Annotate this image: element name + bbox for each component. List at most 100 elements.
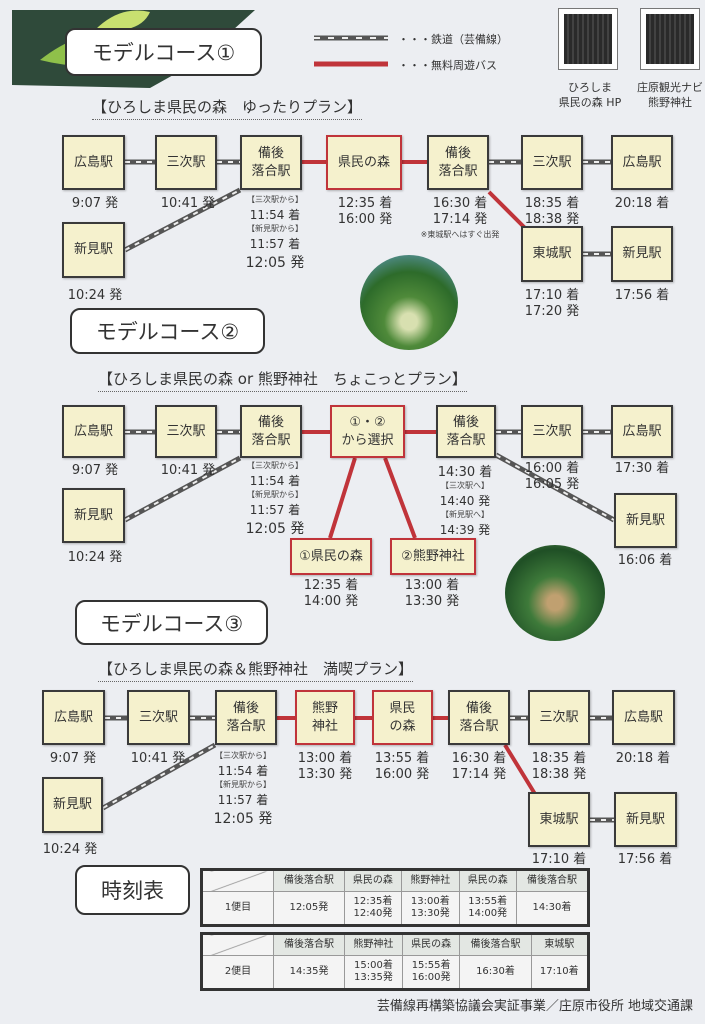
time: 18:35 着 18:38 発 bbox=[524, 196, 580, 227]
time: 13:55 着 16:00 発 bbox=[374, 751, 430, 782]
time: 11:54 着 bbox=[249, 208, 301, 222]
station-box: 新見駅 bbox=[62, 222, 125, 278]
bus-stop-box: 県民の森 bbox=[326, 135, 402, 190]
time: 16:06 着 bbox=[617, 553, 673, 568]
bus-stop-box: ①県民の森 bbox=[290, 538, 372, 575]
time: 20:18 着 bbox=[614, 196, 670, 211]
time: 10:41 発 bbox=[160, 463, 216, 478]
label: 【新見駅へ】 bbox=[441, 510, 489, 519]
time: 12:35 着 14:00 発 bbox=[303, 578, 359, 609]
time: 17:10 着 17:20 発 bbox=[524, 288, 580, 319]
station-box: 新見駅 bbox=[614, 792, 677, 847]
station-box: 三次駅 bbox=[521, 135, 583, 190]
time: 10:24 発 bbox=[42, 842, 98, 857]
header-cell: 備後落合駅 bbox=[273, 869, 345, 892]
note: ※東城駅へはすぐ出発 bbox=[420, 230, 500, 239]
station-box: 新見駅 bbox=[42, 777, 103, 833]
station-box: 三次駅 bbox=[127, 690, 190, 745]
time: 17:56 着 bbox=[614, 288, 670, 303]
row-label: 2便目 bbox=[201, 955, 274, 990]
course2-plan-title: 【ひろしま県民の森 or 熊野神社 ちょこっとプラン】 bbox=[98, 368, 467, 392]
station-box: 広島駅 bbox=[42, 690, 105, 745]
time: 13:00 着 13:30 発 bbox=[404, 578, 460, 609]
time: 9:07 発 bbox=[49, 751, 97, 766]
label: 【三次駅から】 bbox=[247, 195, 303, 204]
return-info: 14:30 着 【三次駅へ】 14:40 発 【新見駅へ】 14:39 発 bbox=[420, 461, 510, 538]
header-cell: 備後落合駅 bbox=[272, 933, 346, 956]
time: 9:07 発 bbox=[71, 463, 119, 478]
shrine-photo bbox=[505, 545, 605, 641]
time: 18:35 着 18:38 発 bbox=[531, 751, 587, 782]
time: 12:05 発 bbox=[245, 521, 305, 537]
station-box: 広島駅 bbox=[611, 405, 673, 458]
time: 11:57 着 bbox=[217, 793, 269, 807]
forest-photo bbox=[360, 255, 458, 350]
station-box: 東城駅 bbox=[528, 792, 590, 847]
header-cell: 熊野神社 bbox=[401, 869, 460, 892]
qr-caption: ひろしま 県民の森 HP bbox=[558, 81, 622, 109]
label: 【三次駅へ】 bbox=[441, 481, 489, 490]
time: 12:05 発 bbox=[245, 255, 305, 271]
course3-plan-title: 【ひろしま県民の森＆熊野神社 満喫プラン】 bbox=[98, 658, 414, 682]
station-box: 備後 落合駅 bbox=[436, 405, 496, 458]
label: 【新見駅から】 bbox=[247, 490, 303, 499]
station-box: 広島駅 bbox=[612, 690, 675, 745]
legend-lines bbox=[314, 35, 388, 67]
label: 【新見駅から】 bbox=[215, 780, 271, 789]
time: 10:41 発 bbox=[130, 751, 186, 766]
station-box: 備後 落合駅 bbox=[427, 135, 489, 190]
time: 16:30 着 17:14 発 bbox=[432, 196, 488, 227]
time: 20:18 着 bbox=[615, 751, 671, 766]
legend-bus: ・・・無料周遊バス bbox=[398, 59, 497, 72]
station-box: 三次駅 bbox=[155, 135, 217, 190]
cell: 17:10着 bbox=[530, 955, 590, 990]
timetable-title: 時刻表 bbox=[75, 865, 190, 915]
station-box: 広島駅 bbox=[611, 135, 673, 190]
footer: 芸備線再構築協議会実証事業／庄原市役所 地域交通課 bbox=[376, 999, 693, 1014]
header-cell: 県民の森 bbox=[458, 869, 517, 892]
time: 14:30 着 bbox=[437, 465, 493, 480]
station-box: 広島駅 bbox=[62, 405, 125, 458]
cell: 15:00着 13:35発 bbox=[344, 955, 403, 990]
time: 11:54 着 bbox=[217, 764, 269, 778]
time: 12:35 着 16:00 発 bbox=[337, 196, 393, 227]
time: 10:41 発 bbox=[160, 196, 216, 211]
station-box: 東城駅 bbox=[521, 226, 583, 282]
station-box: 三次駅 bbox=[155, 405, 217, 458]
header-cell: 県民の森 bbox=[343, 869, 403, 892]
station-box: 新見駅 bbox=[611, 226, 673, 282]
time: 10:24 発 bbox=[67, 550, 123, 565]
qr-code-kumano[interactable] bbox=[640, 8, 700, 70]
choice-box: ①・② から選択 bbox=[330, 405, 405, 458]
row-label: 1便目 bbox=[201, 891, 274, 926]
corner-cell bbox=[201, 933, 274, 956]
transfer-info: 【三次駅から】 11:54 着 【新見駅から】 11:57 着 12:05 発 bbox=[198, 750, 288, 828]
qr-caption: 庄原観光ナビ 熊野神社 bbox=[637, 81, 703, 109]
station-box: 三次駅 bbox=[521, 405, 583, 458]
course2-title: モデルコース② bbox=[70, 308, 265, 354]
station-box: 備後 落合駅 bbox=[448, 690, 510, 745]
time: 9:07 発 bbox=[71, 196, 119, 211]
transfer-info: 【三次駅から】 11:54 着 【新見駅から】 11:57 着 12:05 発 bbox=[230, 194, 320, 272]
time: 17:30 着 bbox=[614, 461, 670, 476]
cell: 14:35発 bbox=[272, 955, 346, 990]
cell: 16:30着 bbox=[459, 955, 532, 990]
cell: 14:30着 bbox=[515, 891, 590, 926]
label: 【三次駅から】 bbox=[215, 751, 271, 760]
transfer-info: 【三次駅から】 11:54 着 【新見駅から】 11:57 着 12:05 発 bbox=[230, 460, 320, 538]
cell: 13:00着 13:30発 bbox=[401, 891, 460, 926]
bus-stop-box: 熊野 神社 bbox=[295, 690, 355, 745]
bus-stop-box: ②熊野神社 bbox=[390, 538, 476, 575]
header-cell: 東城駅 bbox=[530, 933, 590, 956]
station-box: 新見駅 bbox=[62, 488, 125, 543]
qr-code-forest[interactable] bbox=[558, 8, 618, 70]
cell: 13:55着 14:00発 bbox=[458, 891, 517, 926]
station-box: 備後 落合駅 bbox=[240, 135, 302, 190]
time: 16:30 着 17:14 発 bbox=[451, 751, 507, 782]
station-box: 備後 落合駅 bbox=[215, 690, 277, 745]
header-cell: 県民の森 bbox=[401, 933, 461, 956]
station-box: 備後 落合駅 bbox=[240, 405, 302, 458]
time: 12:05 発 bbox=[213, 811, 273, 827]
